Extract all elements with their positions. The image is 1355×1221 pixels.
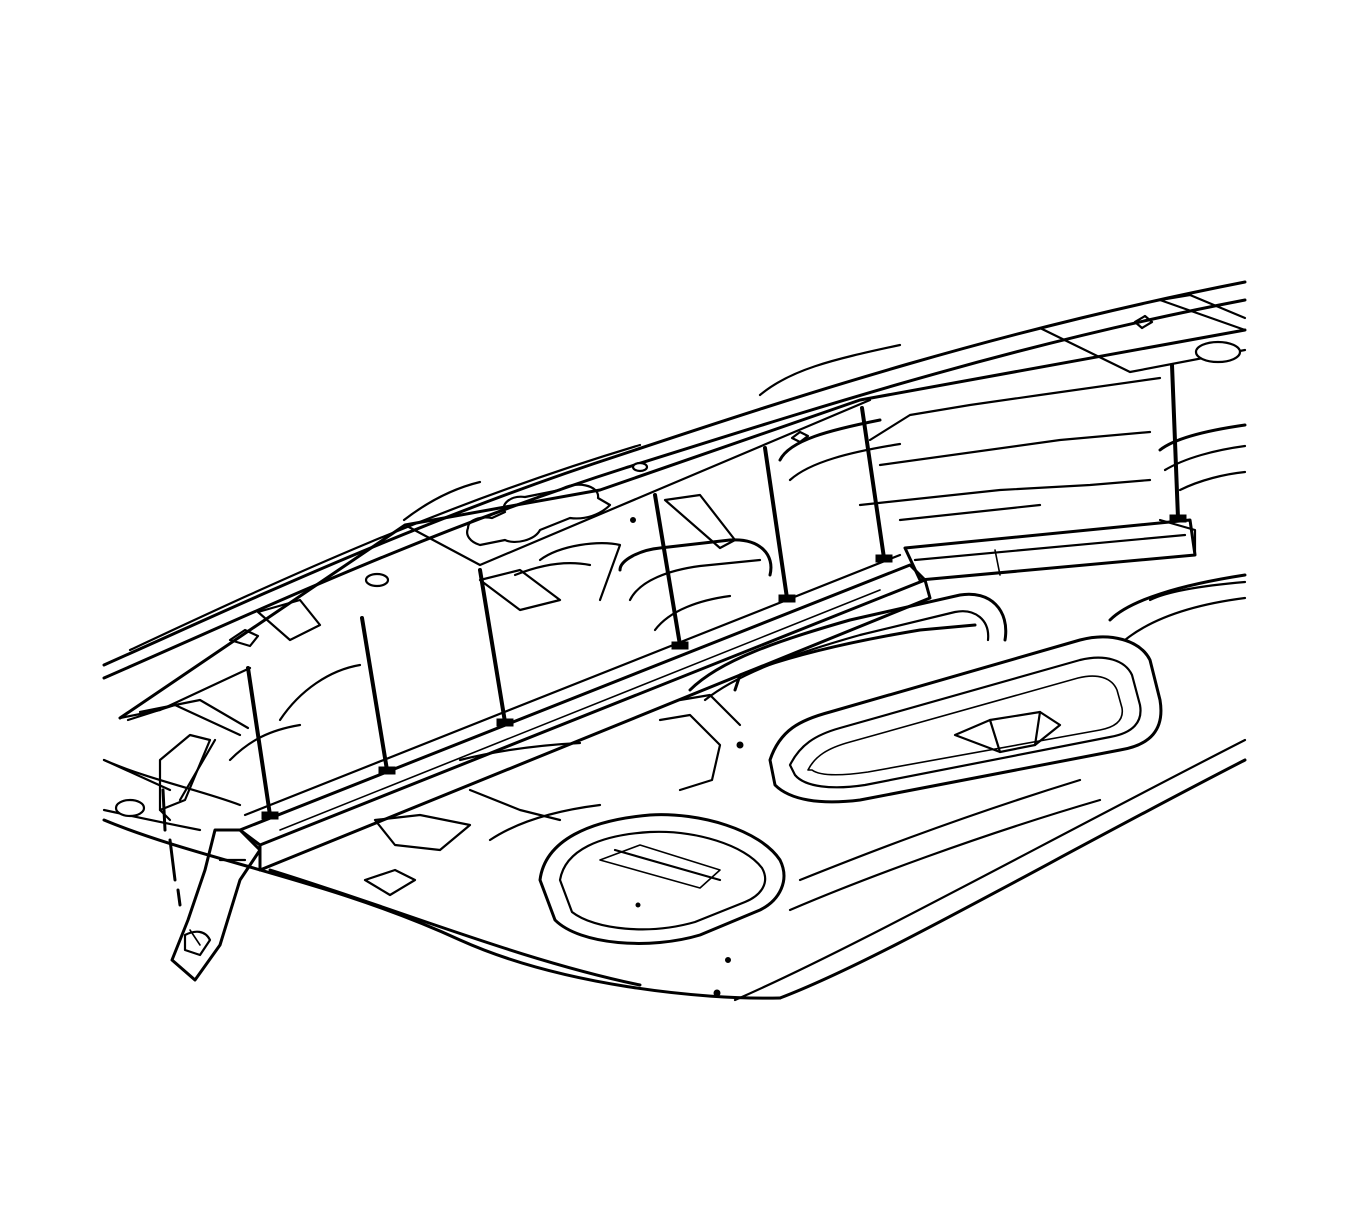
fastener-stud-5: [763, 446, 796, 603]
stiffener-pockets: [228, 376, 1247, 945]
fastener-rod: [246, 666, 272, 817]
fastener-stud-6: [860, 406, 893, 563]
fastener-rod: [360, 616, 389, 772]
fastener-rod: [478, 568, 507, 724]
lower-pocket-edges: [458, 693, 1102, 912]
fastener-nut: [671, 641, 689, 650]
reinforcement-channel: [238, 518, 1197, 872]
fastener-nut: [496, 718, 514, 727]
fastener-nut: [1169, 514, 1187, 523]
fastener-stud-4: [653, 493, 689, 650]
fastener-stud-2: [360, 616, 396, 775]
left-bracket: [102, 698, 262, 982]
fastener-rod: [860, 406, 886, 560]
fastener-nut: [778, 594, 796, 603]
fastener-rod: [653, 493, 682, 647]
fastener-rod: [763, 446, 789, 600]
brackets: [363, 493, 1062, 997]
fastener-stud-1: [246, 666, 279, 820]
flange-cutouts: [228, 314, 1242, 648]
fastener-stud-7: [1169, 363, 1187, 523]
fastener-layer: [246, 363, 1187, 820]
fastener-rod: [1170, 363, 1180, 520]
fastener-nut: [261, 811, 279, 820]
inner-panel-body: [102, 738, 1247, 1002]
fastener-nut: [875, 554, 893, 563]
hood-outer-edge: [102, 280, 1247, 680]
fastener-stud-3: [478, 568, 514, 727]
fastener-nut: [378, 766, 396, 775]
